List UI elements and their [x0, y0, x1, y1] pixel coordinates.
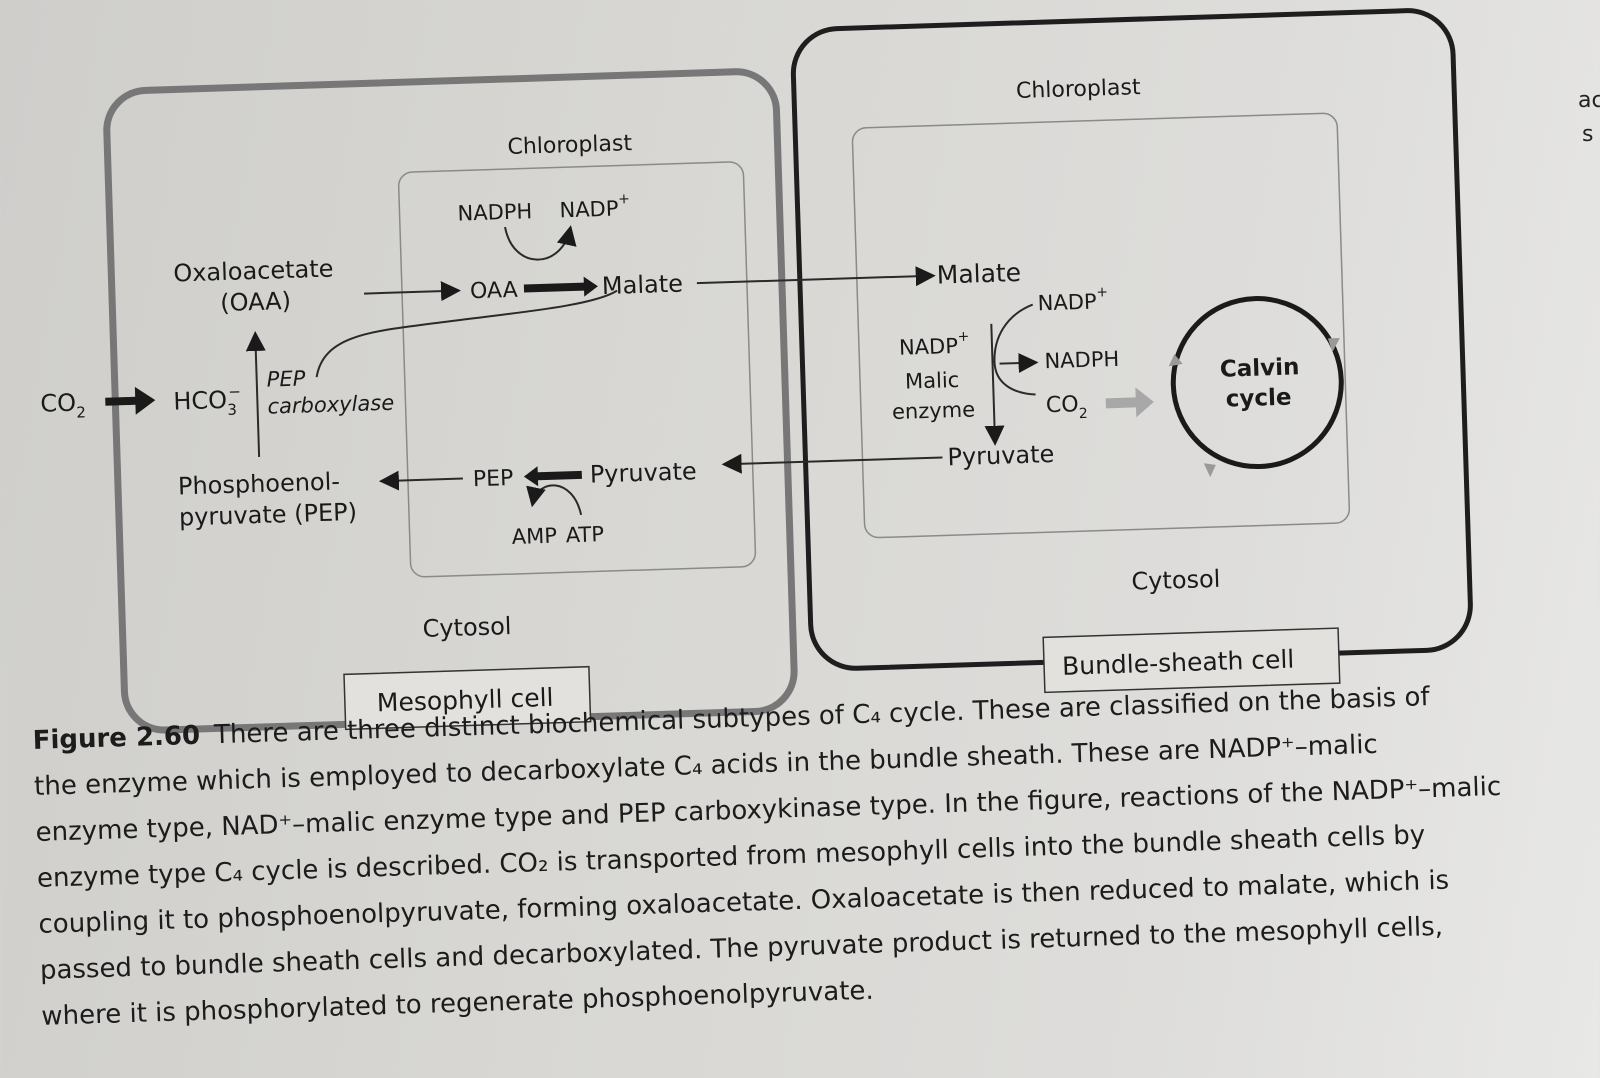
calvin-arrow-head-3	[1168, 354, 1183, 367]
nadph-nadp-curve	[504, 225, 577, 261]
pep-to-oaa-arrow	[245, 331, 266, 457]
malic-enzyme-bracket	[993, 303, 1036, 396]
co2-entry-arrow	[105, 386, 156, 415]
malate-export-arrow	[696, 266, 936, 287]
bundle-sheath-pyruvate-label: Pyruvate	[947, 440, 1055, 471]
bundle-sheath-chloroplast-label: Chloroplast	[1016, 75, 1142, 104]
mesophyll-malate-label: Malate	[601, 270, 683, 301]
bundle-sheath-malate-label: Malate	[936, 258, 1021, 290]
oxaloacetate-label-1: Oxaloacetate	[173, 255, 334, 288]
bundle-sheath-cell-label-box	[1042, 627, 1341, 694]
page-edge-text-1: ac	[1578, 88, 1600, 113]
pep-carboxylase-label-2: carboxylase	[267, 391, 394, 419]
amp-atp-curve	[526, 484, 583, 516]
oaa-chloroplast-label: OAA	[470, 278, 518, 304]
bundle-sheath-nadph-label: NADPH	[1044, 347, 1119, 373]
mesophyll-cell-label-box	[343, 665, 592, 731]
amp-label: AMP	[511, 524, 557, 549]
pep-chloroplast-label: PEP	[473, 466, 514, 492]
oaa-to-malate-arrow	[523, 276, 598, 297]
mesophyll-cytosol-label: Cytosol	[422, 612, 512, 643]
page-edge-text-2: s	[1582, 122, 1594, 147]
pep-carboxylase-label-1: PEP	[266, 366, 306, 391]
mesophyll-chloroplast-boundary	[397, 161, 757, 578]
calvin-arrow-head-2	[1203, 463, 1216, 478]
phosphoenolpyruvate-label-2: pyruvate (PEP)	[179, 498, 358, 532]
mesophyll-cell-label: Mesophyll cell	[376, 683, 553, 718]
calvin-arrow-head-1	[1327, 337, 1340, 353]
calvin-cycle-label-2: cycle	[1225, 384, 1292, 412]
co2-to-calvin-arrow	[1105, 387, 1154, 418]
hco3-label: HCO3−	[173, 382, 242, 420]
calvin-cycle-label-1: Calvin	[1219, 354, 1299, 382]
mesophyll-pyruvate-label: Pyruvate	[589, 457, 697, 488]
bundle-sheath-co2-label: CO2	[1046, 392, 1089, 423]
atp-label: ATP	[565, 522, 604, 547]
figure-label: Figure 2.60	[32, 720, 201, 756]
nadp-in-label: NADP+	[898, 329, 970, 360]
oxaloacetate-label-2: (OAA)	[220, 287, 292, 317]
nadph-label: NADPH	[457, 199, 532, 225]
mesophyll-chloroplast-label: Chloroplast	[507, 131, 633, 160]
phosphoenolpyruvate-label-1: Phosphoenol-	[178, 467, 341, 500]
bundle-sheath-cytosol-label: Cytosol	[1131, 565, 1221, 596]
malic-enzyme-label-1: Malic	[905, 368, 960, 394]
malic-enzyme-label-2: enzyme	[892, 397, 976, 424]
oaa-transport-arrow	[364, 281, 461, 302]
nadp-label: NADP+	[559, 191, 631, 222]
nadph-out-arrow	[999, 353, 1039, 374]
pep-return-arrow	[378, 470, 463, 491]
co2-entry-label: CO2	[40, 388, 86, 422]
nadp-out-label: NADP+	[1037, 284, 1109, 315]
pyruvate-return-arrow	[721, 453, 943, 474]
pyruvate-to-pep-arrow	[523, 466, 582, 487]
pep-loop-curve	[315, 289, 618, 378]
calvin-cycle-circle	[1170, 296, 1344, 470]
malate-to-pyruvate-arrow	[984, 323, 1005, 446]
bundle-sheath-chloroplast-boundary	[851, 112, 1351, 539]
